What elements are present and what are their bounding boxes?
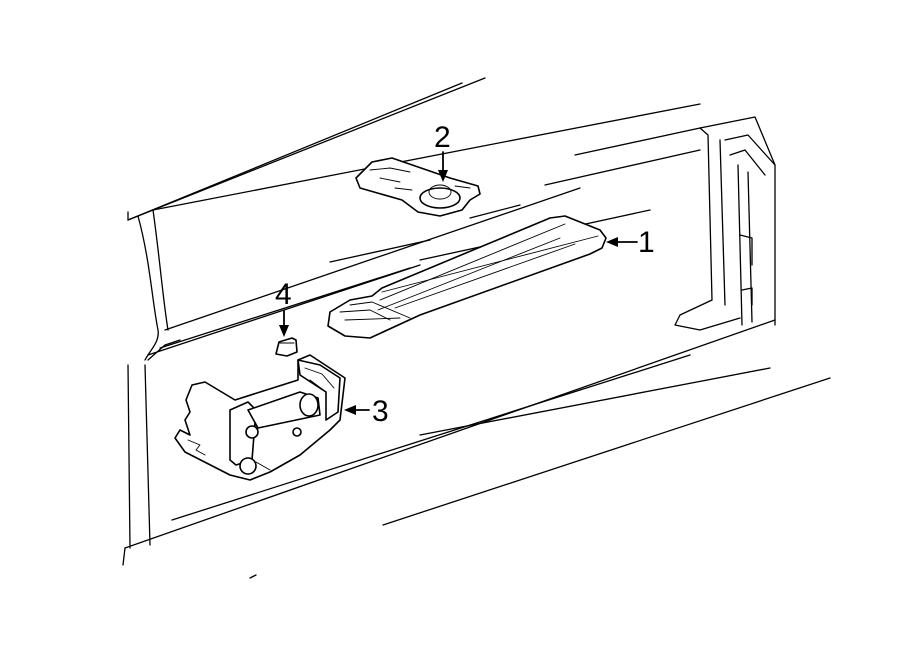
hinge-bracket-part xyxy=(174,354,346,481)
scuff-plate-part xyxy=(327,215,607,339)
callout-arrow-2 xyxy=(438,151,448,182)
retainer-clip-part xyxy=(355,157,481,217)
callout-arrow-3 xyxy=(344,405,370,415)
bumper-plug-part xyxy=(275,337,298,357)
callout-arrow-1 xyxy=(606,237,638,247)
body-panel xyxy=(122,77,831,579)
callout-label-1: 1 xyxy=(638,226,655,259)
callout-label-2: 2 xyxy=(434,121,451,154)
callout-label-4: 4 xyxy=(275,278,292,311)
callout-arrow-4 xyxy=(279,310,289,337)
callout-label-3: 3 xyxy=(372,395,389,428)
